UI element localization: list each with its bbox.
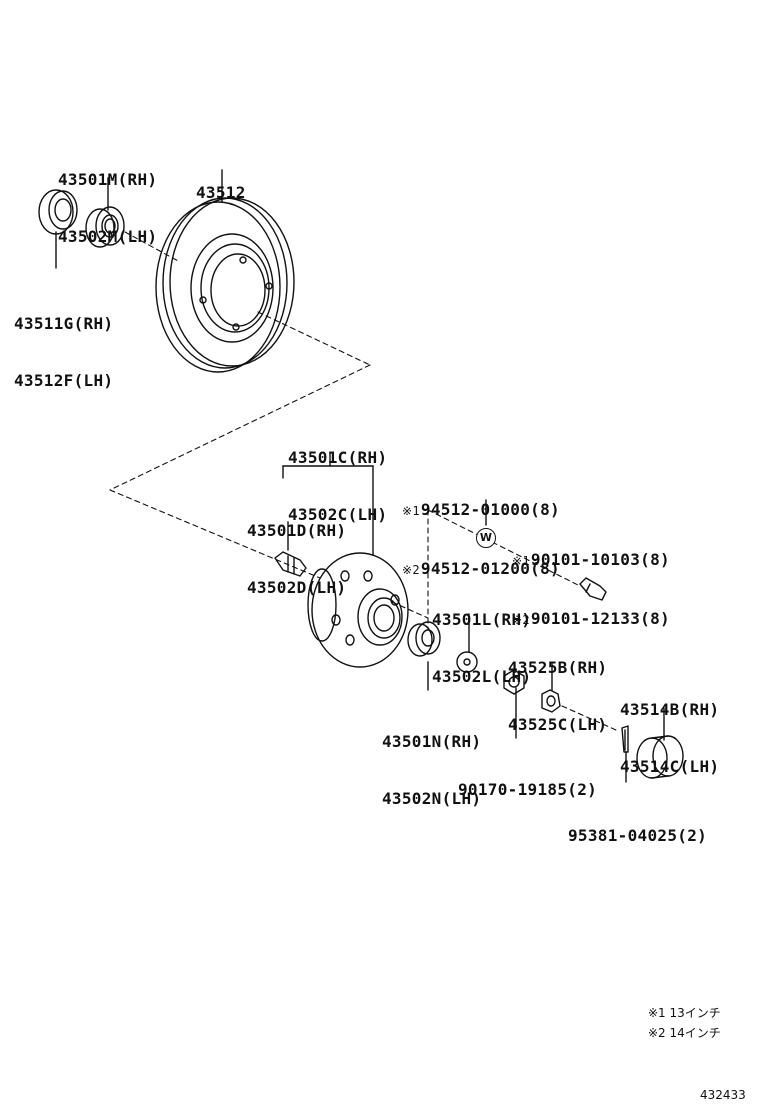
w-symbol: W [476,528,496,548]
label-washer-part: 43501L(RH) 43502L(LH) [432,610,532,686]
washer-drawing [456,651,478,673]
label-grease-cap-part: 43514B(RH) 43514C(LH) [620,700,720,776]
cotter-pin-drawing [621,725,629,753]
hub-stud-drawing [274,551,307,577]
figure-number: 432433 [700,1088,746,1102]
inner-bearing-drawing [85,206,125,248]
nut-drawing [503,669,525,695]
label-hub-bolt-part: ※194512-01000(8) ※294512-01200(8) [402,500,560,578]
label-hub-sub-part: 43501D(RH) 43502D(LH) [247,521,347,597]
label-oil-seal-part: 43501M(RH) 43502M(LH) [58,170,158,246]
assembly-dashed-lines [109,231,617,731]
outer-bearing-drawing [407,621,441,657]
grease-cap-drawing [636,735,684,779]
footnote-1: ※1 13インチ [648,1006,721,1020]
label-lock-nut-part: 43525B(RH) 43525C(LH) [508,658,608,734]
leader-lines [55,169,665,783]
lock-nut-drawing [541,689,561,713]
label-cotter-pin-part: 95381-04025(2) [568,826,708,845]
bolt-drawing [579,577,607,601]
label-nut-part: 90170-19185(2) [458,780,598,799]
label-bolt-part: ※190101-10103(8) ※290101-12133(8) [512,550,670,628]
oil-seal-drawing [38,189,78,235]
hub-drawing [307,552,409,668]
label-hub-assembly-part: 43501C(RH) 43502C(LH) [288,448,388,524]
disc-rotor-drawing [155,197,295,373]
label-disc-rotor-part: 43512 [196,183,246,202]
label-inner-bearing-outer-part: 43511G(RH) 43512F(LH) [14,314,114,390]
label-outer-bearing-part: 43501N(RH) 43502N(LH) [382,732,482,808]
footnote-2: ※2 14インチ [648,1026,721,1040]
